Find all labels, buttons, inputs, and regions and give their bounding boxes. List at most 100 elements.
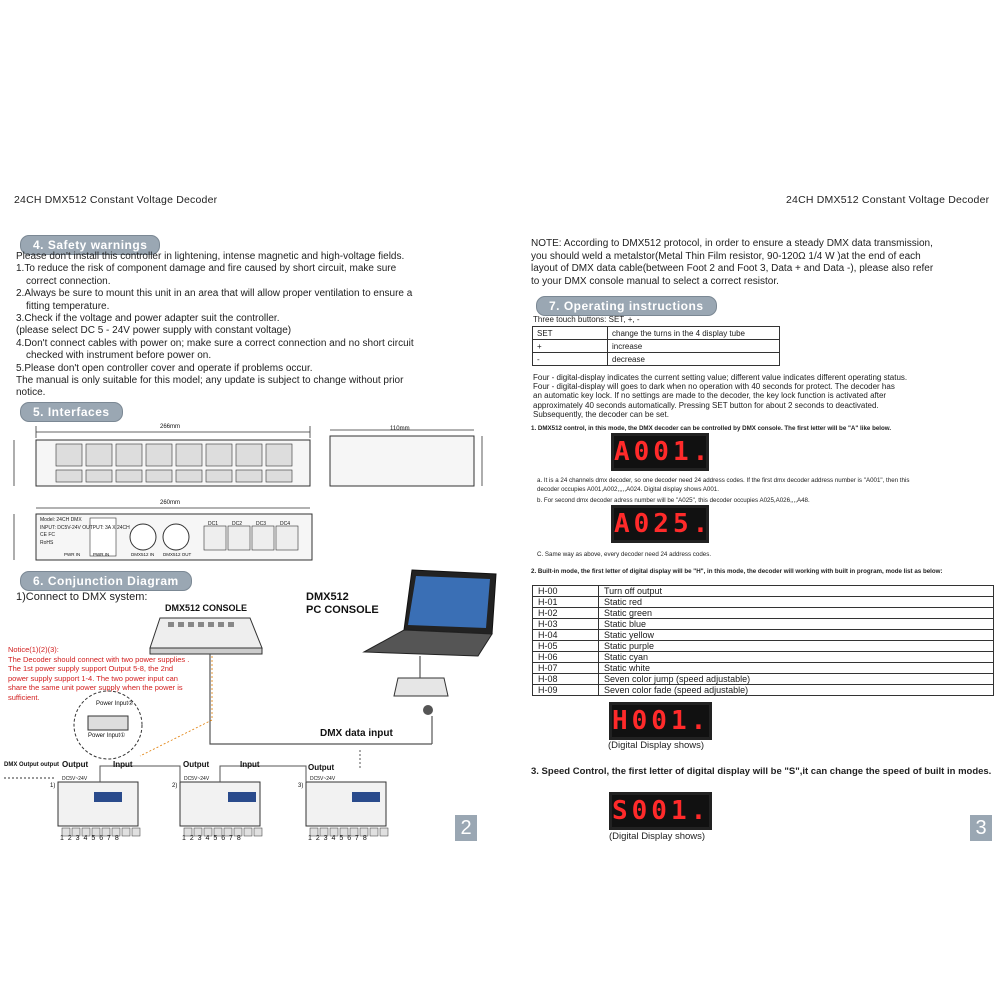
- text-line: 4.Don't connect cables with power on; ma…: [16, 337, 414, 349]
- left-header: 24CH DMX512 Constant Voltage Decoder: [14, 194, 218, 206]
- mode-code: H-06: [532, 651, 599, 663]
- text-line: sufficient.: [8, 692, 40, 702]
- text-line: fitting temperature.: [26, 300, 110, 312]
- console-label: DMX512 CONSOLE: [165, 603, 248, 613]
- mode1-a-text: a. It is a 24 channels dmx decoder, so o…: [537, 477, 909, 494]
- mode-code: H-07: [532, 662, 599, 674]
- note-text: NOTE: According to DMX512 protocol, in o…: [531, 238, 933, 288]
- text-line: Four - digital-display indicates the cur…: [533, 373, 908, 382]
- text-line: share the same unit power supply when th…: [8, 683, 183, 692]
- mode-code: H-00: [532, 585, 599, 597]
- power-input-2: Power Input②: [96, 701, 134, 707]
- conjunction-diagram: [4, 569, 497, 837]
- mode-name: Static red: [598, 596, 994, 608]
- text-line: 1.To reduce the risk of component damage…: [16, 263, 397, 275]
- mode1-c-text: C. Same way as above, every decoder need…: [537, 551, 712, 558]
- text-line: CE FC: [40, 532, 55, 538]
- mode-name: Turn off output: [598, 585, 994, 597]
- text-line: Subsequently, the decoder can be set.: [533, 409, 669, 419]
- mode-code: H-09: [532, 684, 599, 696]
- safety-text: Please don't install this controller in …: [16, 251, 476, 400]
- dc-tag-1: DC5V~24V: [62, 776, 88, 782]
- input-label-1: Input: [113, 760, 133, 769]
- mode-name: Seven color jump (speed adjustable): [598, 673, 994, 685]
- output-label-2: Output: [183, 760, 210, 769]
- display-a001: A001.: [611, 433, 709, 471]
- dc-label-3: DC3: [256, 521, 267, 527]
- power-label-1: PWR IN: [64, 552, 81, 557]
- text-line: Notice(1)(2)(3):: [8, 645, 59, 654]
- text-line: RoHS: [40, 539, 54, 546]
- button-key: -: [532, 352, 608, 366]
- button-key: SET: [532, 326, 608, 340]
- mode1-text: 1. DMX512 control, in this mode, the DMX…: [531, 425, 892, 432]
- dc-tag-3: DC5V~24V: [310, 776, 336, 782]
- interfaces-title: 5. Interfaces: [20, 402, 123, 422]
- device-num-3: 3): [298, 783, 304, 789]
- mode1-b-text: b. For second dmx decoder adress number …: [537, 497, 810, 504]
- button-desc: increase: [607, 339, 780, 353]
- conjunction-subtitle: 1)Connect to DMX system:: [16, 591, 148, 603]
- pc-label-2: PC CONSOLE: [306, 604, 379, 616]
- power-label-2: PWR IN: [93, 552, 110, 557]
- text-line: correct connection.: [26, 275, 111, 287]
- display-h001: H001.: [609, 702, 712, 740]
- conjunction-title: 6. Conjunction Diagram: [20, 571, 192, 591]
- mode-name: Static green: [598, 607, 994, 619]
- mode-name: Static cyan: [598, 651, 994, 663]
- notice-text: Notice(1)(2)(3):The Decoder should conne…: [8, 645, 208, 702]
- button-row: +increase: [532, 339, 780, 353]
- text-line: layout of DMX data cable(between Foot 2 …: [531, 263, 934, 275]
- dc-tag-2: DC5V~24V: [184, 776, 210, 782]
- dim-side: 110mm: [390, 426, 410, 432]
- text-line: approximately 40 seconds automatically. …: [533, 400, 879, 410]
- text-line: NOTE: According to DMX512 protocol, in o…: [531, 238, 933, 249]
- pc-label-1: DMX512: [306, 591, 349, 603]
- buttons-line: Three touch buttons: SET, +, -: [533, 315, 640, 324]
- mode-code: H-04: [532, 629, 599, 641]
- dim-bottom: 260mm: [160, 500, 181, 506]
- channel-numbers-3: 1 2 3 4 5 6 7 8: [308, 835, 367, 842]
- dim-top: 266mm: [160, 424, 181, 430]
- text-line: notice.: [16, 387, 46, 399]
- text-line: a. It is a 24 channels dmx decoder, so o…: [537, 477, 910, 484]
- text-line: The 1st power supply support Output 5-8,…: [8, 664, 174, 673]
- channel-numbers-1: 1 2 3 4 5 6 7 8: [60, 835, 119, 842]
- dmx-data-input-label: DMX data input: [320, 728, 393, 739]
- button-desc: change the turns in the 4 display tube: [607, 326, 780, 340]
- output-label-3: Output: [308, 763, 335, 772]
- interfaces-diagram: [13, 426, 483, 561]
- text-line: to your DMX console manual to select a c…: [531, 275, 779, 287]
- mode-name: Static blue: [598, 618, 994, 630]
- text-line: 5.Please don't open controller cover and…: [16, 362, 313, 374]
- output-label-1: Output: [62, 760, 89, 769]
- mode3-text: 3. Speed Control, the first letter of di…: [531, 766, 992, 777]
- display-a025: A025.: [611, 505, 709, 543]
- text-line: The manual is only suitable for this mod…: [16, 375, 404, 387]
- mode-code: H-05: [532, 640, 599, 652]
- page-number-right: 3: [970, 815, 992, 841]
- operating-title: 7. Operating instructions: [536, 296, 717, 316]
- text-line: The Decoder should connect with two powe…: [8, 654, 190, 664]
- input-label-2: Input: [240, 760, 260, 769]
- mode-name: Static white: [598, 662, 994, 674]
- display-caption-1: (Digital Display shows): [608, 740, 705, 751]
- display-s001: S001.: [609, 792, 712, 830]
- dmx-output-label: DMX Output output: [4, 762, 59, 768]
- display-caption-2: (Digital Display shows): [609, 831, 706, 842]
- channel-numbers-2: 1 2 3 4 5 6 7 8: [182, 835, 241, 842]
- button-desc: decrease: [607, 352, 780, 366]
- mode-code: H-02: [532, 607, 599, 619]
- port-dmx-in: DMX512 IN: [131, 552, 155, 557]
- power-input-1: Power Input①: [88, 733, 126, 739]
- button-key: +: [532, 339, 608, 353]
